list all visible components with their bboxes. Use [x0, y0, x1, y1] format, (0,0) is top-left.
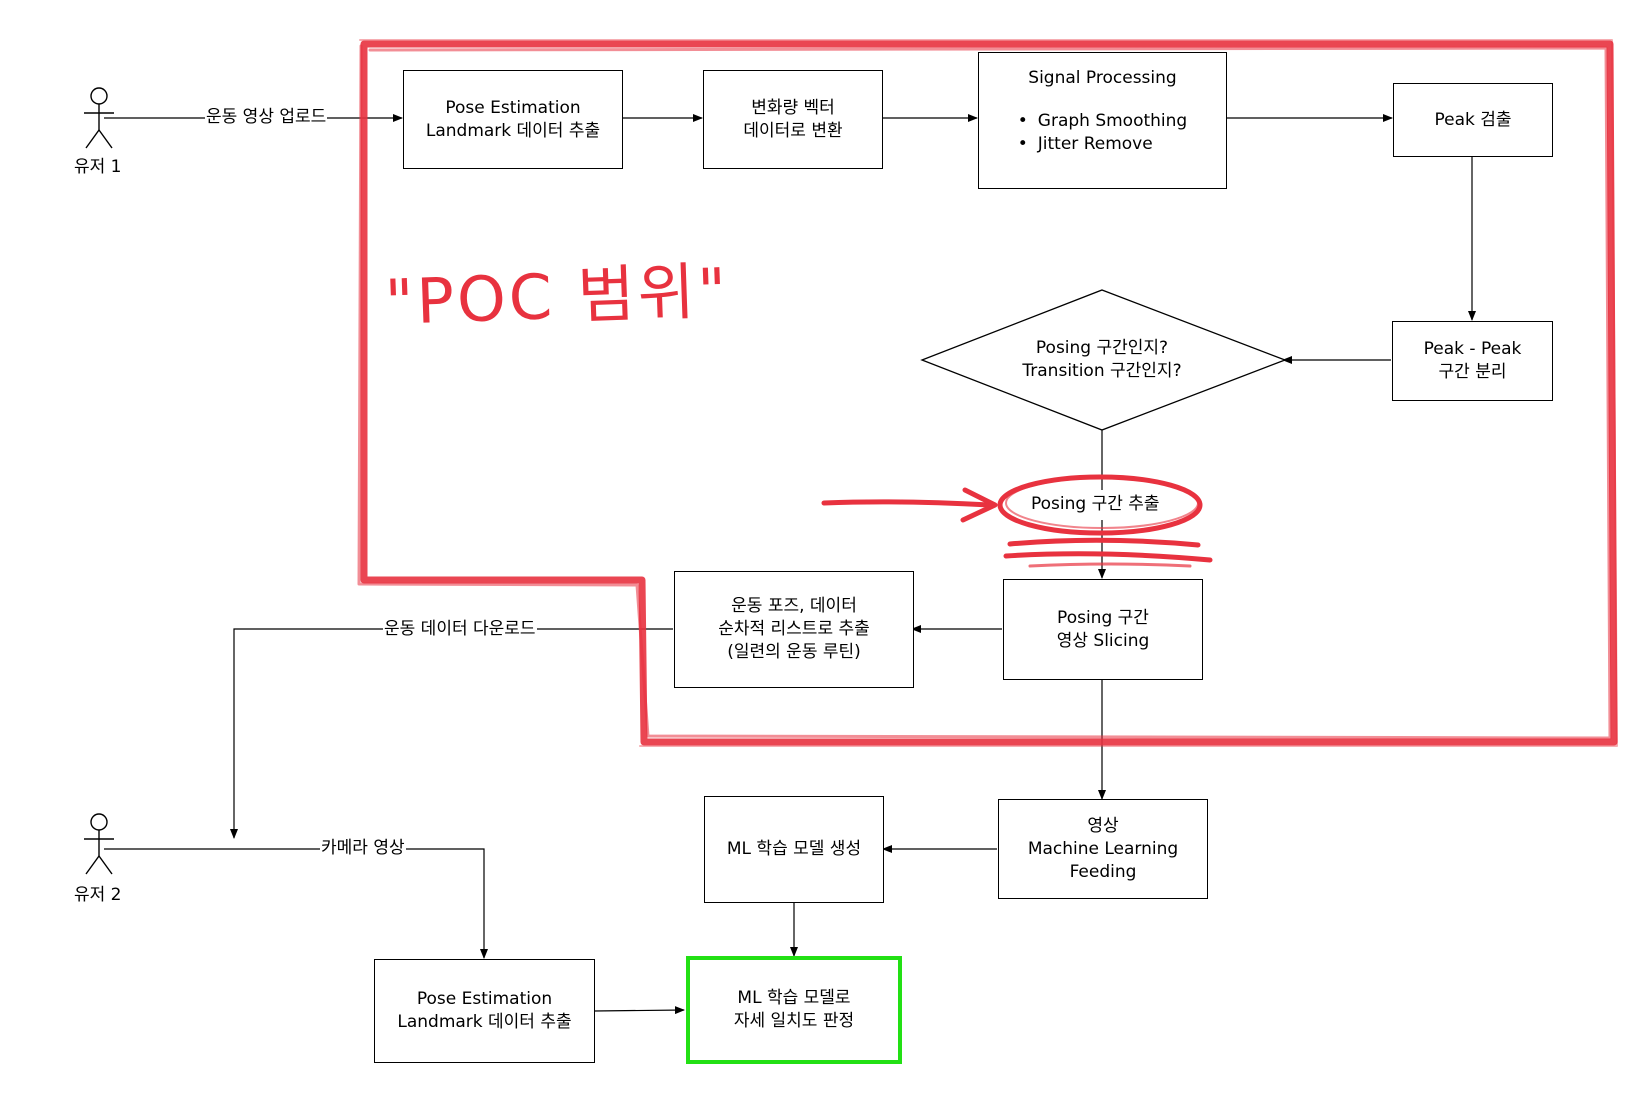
- node-text: Transition 구간인지?: [1022, 361, 1182, 381]
- signal-processing-title: Signal Processing: [1028, 68, 1177, 88]
- actor-user2-icon: [84, 813, 114, 875]
- node-posing-extract: Posing 구간 추출: [1031, 494, 1160, 514]
- node-pose-estimation-1: Pose Estimation Landmark 데이터 추출: [403, 70, 623, 169]
- node-posing-slicing: Posing 구간 영상 Slicing: [1003, 579, 1203, 680]
- edge-label-camera: 카메라 영상: [320, 838, 406, 858]
- node-text: (일련의 운동 루틴): [727, 642, 861, 662]
- highlight-arrow: [821, 487, 998, 523]
- node-text: Posing 구간인지?: [1035, 338, 1169, 358]
- node-peak-split: Peak - Peak 구간 분리: [1392, 321, 1553, 401]
- node-ml-judge: ML 학습 모델로 자세 일치도 판정: [686, 956, 902, 1064]
- node-text: 변화량 벡터: [751, 97, 835, 118]
- signal-processing-list: Graph Smoothing Jitter Remove: [1018, 110, 1187, 156]
- actor-user1-icon: [84, 87, 114, 149]
- actor-user1-label: 유저 1: [74, 157, 122, 177]
- node-text: 영상 Slicing: [1056, 630, 1150, 651]
- node-text: 데이터로 변환: [743, 120, 843, 141]
- list-item: Jitter Remove: [1018, 133, 1187, 156]
- edge-label-upload: 운동 영상 업로드: [205, 107, 328, 127]
- highlight-ellipse: [997, 474, 1213, 568]
- decision-diamond: [920, 289, 1287, 431]
- node-text: ML 학습 모델 생성: [726, 839, 862, 859]
- edge-camera: [104, 848, 488, 959]
- node-text: Pose Estimation: [416, 989, 553, 1009]
- node-peak-detect: Peak 검출: [1393, 83, 1553, 157]
- node-signal-processing: Signal Processing Graph Smoothing Jitter…: [978, 52, 1227, 189]
- node-text: Landmark 데이터 추출: [397, 1012, 572, 1032]
- node-text: 구간 분리: [1438, 362, 1507, 382]
- edge-download: [230, 628, 673, 839]
- node-text: Machine Learning: [1027, 838, 1179, 859]
- node-text: ML 학습 모델로: [737, 988, 851, 1008]
- node-text: Landmark 데이터 추출: [425, 120, 601, 141]
- edge-pose2-to-judge: [593, 1006, 685, 1015]
- node-text: Pose Estimation: [445, 97, 581, 118]
- node-ml-model: ML 학습 모델 생성: [704, 796, 884, 903]
- decision-text: Posing 구간인지? Transition 구간인지?: [962, 337, 1242, 383]
- node-text: 운동 포즈, 데이터: [731, 596, 857, 616]
- node-pose-list: 운동 포즈, 데이터 순차적 리스트로 추출 (일련의 운동 루틴): [674, 571, 914, 688]
- edge-label-download: 운동 데이터 다운로드: [383, 619, 537, 639]
- node-ml-feeding: 영상 Machine Learning Feeding: [998, 799, 1208, 899]
- node-text: 영상: [1087, 815, 1119, 836]
- node-delta-vector: 변화량 벡터 데이터로 변환: [703, 70, 883, 169]
- node-text: Peak 검출: [1434, 109, 1512, 130]
- list-item: Graph Smoothing: [1018, 110, 1187, 133]
- node-text: Feeding: [1069, 861, 1137, 882]
- node-text: 순차적 리스트로 추출: [718, 619, 870, 639]
- poc-scope-label: "POC 범위": [383, 254, 731, 339]
- node-text: Posing 구간: [1057, 607, 1149, 628]
- node-pose-estimation-2: Pose Estimation Landmark 데이터 추출: [374, 959, 595, 1063]
- poc-scope-boundary: [357, 39, 1618, 747]
- actor-user2-label: 유저 2: [74, 885, 122, 905]
- node-text: Peak - Peak: [1423, 339, 1522, 359]
- node-text: 자세 일치도 판정: [733, 1011, 855, 1031]
